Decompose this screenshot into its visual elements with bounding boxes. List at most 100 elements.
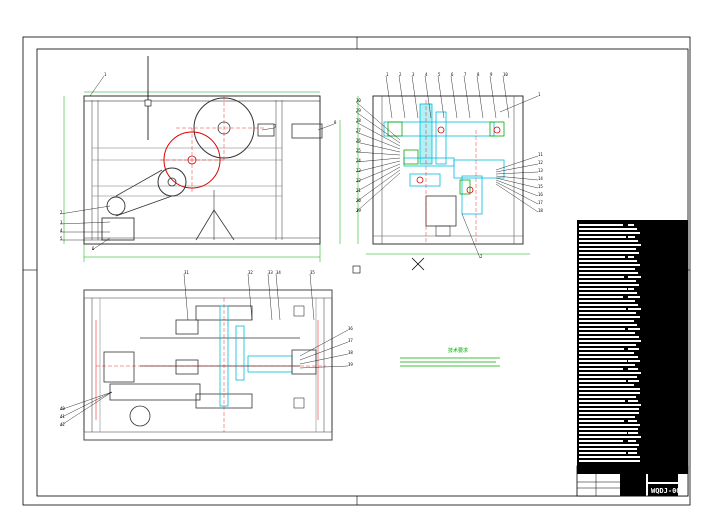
bom-row-qty bbox=[628, 376, 636, 378]
part-balloon: 21 bbox=[356, 188, 361, 193]
leader-line bbox=[495, 163, 539, 173]
part-balloon: 40 bbox=[60, 406, 65, 411]
bom-row-text bbox=[579, 412, 628, 414]
leader-line bbox=[495, 179, 539, 197]
part-balloon: 3 bbox=[412, 72, 415, 77]
bom-row-text bbox=[579, 408, 639, 410]
leader-line bbox=[495, 175, 539, 181]
bom-row-text bbox=[579, 336, 639, 338]
bom-row-qty bbox=[628, 408, 636, 410]
part-balloon: 38 bbox=[348, 350, 353, 355]
bom-row-text bbox=[579, 376, 637, 378]
part-balloon: 14 bbox=[538, 176, 543, 181]
bom-row-text bbox=[579, 276, 624, 278]
part-balloon: 5 bbox=[60, 236, 63, 241]
bom-row-qty bbox=[628, 360, 640, 362]
bom-row-qty bbox=[628, 308, 641, 310]
leader-line bbox=[299, 329, 349, 357]
bom-row-qty bbox=[628, 344, 636, 346]
bom-row-qty bbox=[628, 384, 634, 386]
bom-row-qty bbox=[628, 292, 637, 294]
bom-row-text bbox=[579, 372, 630, 374]
bom-row-qty bbox=[628, 392, 640, 394]
leader-line bbox=[59, 391, 113, 419]
leader-line bbox=[59, 391, 113, 411]
bom-row-qty bbox=[628, 404, 641, 406]
part-balloon: 35 bbox=[310, 270, 315, 275]
bom-row-text bbox=[579, 236, 626, 238]
leader-line bbox=[355, 160, 401, 173]
bom-row-qty bbox=[628, 372, 641, 374]
bom-row-text bbox=[579, 380, 626, 382]
bom-row-qty bbox=[628, 380, 639, 382]
bom-row-qty bbox=[628, 332, 635, 334]
bom-row-text bbox=[579, 432, 627, 434]
bom-row-qty bbox=[628, 232, 640, 234]
bom-row-qty bbox=[628, 288, 634, 290]
bom-row-text bbox=[579, 348, 624, 350]
bom-row-qty bbox=[628, 328, 640, 330]
bom-row-qty bbox=[628, 396, 635, 398]
leader-line bbox=[247, 273, 253, 321]
bom-row-qty bbox=[628, 284, 639, 286]
leader-line bbox=[355, 141, 401, 153]
drawing-number: WQDJ-00 bbox=[651, 487, 681, 495]
part-balloon: 2 bbox=[480, 254, 483, 259]
leader-line bbox=[499, 95, 539, 113]
bom-row-qty bbox=[628, 340, 641, 342]
part-balloon: 3 bbox=[60, 220, 63, 225]
bom-row-qty bbox=[628, 296, 640, 298]
bom-row-qty bbox=[628, 236, 635, 238]
bom-row-qty bbox=[628, 368, 638, 370]
part-balloon: 24 bbox=[356, 158, 361, 163]
bom-row-text bbox=[579, 456, 633, 458]
leader-line bbox=[424, 75, 432, 119]
part-balloon: 25 bbox=[356, 148, 361, 153]
title-block: WQDJ-00 bbox=[576, 465, 689, 497]
bom-row-text bbox=[579, 444, 630, 446]
bom-row-qty bbox=[628, 264, 640, 266]
leader-line bbox=[267, 273, 273, 321]
bom-row-qty bbox=[628, 460, 635, 462]
leader-line bbox=[59, 205, 111, 215]
leader-line bbox=[59, 221, 111, 225]
bom-row-text bbox=[579, 436, 634, 438]
bom-row-qty bbox=[628, 244, 641, 246]
bom-row-text bbox=[579, 324, 636, 326]
bom-row-text bbox=[579, 224, 623, 226]
bom-row-text bbox=[579, 312, 633, 314]
bom-row-text bbox=[579, 360, 627, 362]
leader-line bbox=[355, 169, 401, 203]
bom-row-text bbox=[579, 264, 639, 266]
part-balloon: 9 bbox=[490, 72, 493, 77]
leader-line bbox=[89, 75, 105, 97]
part-balloon: 6 bbox=[451, 72, 454, 77]
part-balloon: 22 bbox=[356, 178, 361, 183]
part-balloon: 39 bbox=[348, 362, 353, 367]
bom-row-text bbox=[579, 248, 629, 250]
bom-row-text bbox=[579, 316, 640, 318]
part-balloon: 1 bbox=[386, 72, 389, 77]
leader-line bbox=[495, 177, 539, 189]
part-balloon: 28 bbox=[356, 118, 361, 123]
bom-row-qty bbox=[628, 316, 639, 318]
part-balloon: 26 bbox=[356, 138, 361, 143]
bom-row-text bbox=[579, 388, 640, 390]
bom-row-qty bbox=[628, 440, 636, 442]
bom-row-text bbox=[579, 304, 637, 306]
part-balloon: 4 bbox=[425, 72, 428, 77]
part-balloon: 36 bbox=[348, 326, 353, 331]
part-balloon: 31 bbox=[184, 270, 189, 275]
bom-row-text bbox=[579, 256, 625, 258]
bom-row-qty bbox=[628, 276, 641, 278]
bom-row-text bbox=[579, 356, 638, 358]
bom-row-text bbox=[579, 300, 630, 302]
part-balloon: 18 bbox=[538, 208, 543, 213]
bom-row-text bbox=[579, 344, 635, 346]
part-balloon: 20 bbox=[356, 198, 361, 203]
leader-line bbox=[355, 163, 401, 183]
bom-row-qty bbox=[628, 432, 638, 434]
leader-line bbox=[355, 121, 401, 147]
bom-row-qty bbox=[628, 448, 634, 450]
